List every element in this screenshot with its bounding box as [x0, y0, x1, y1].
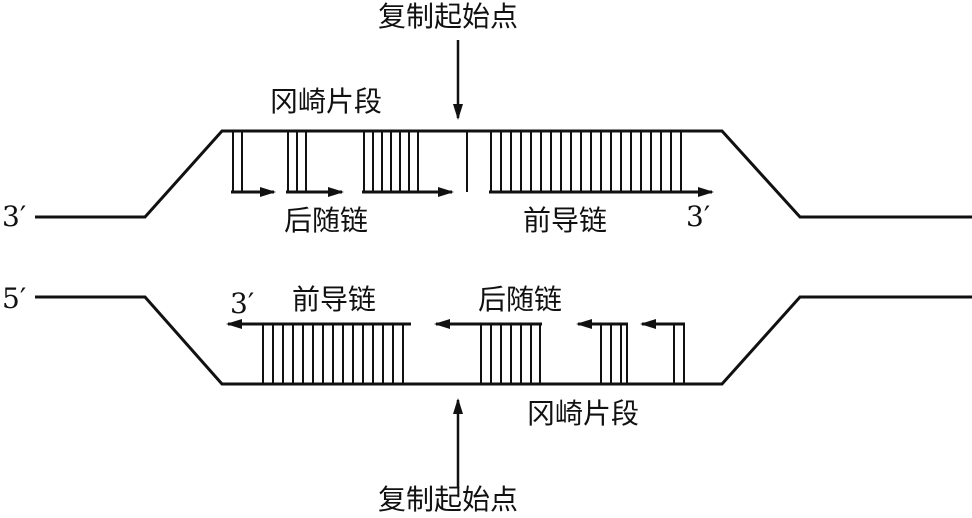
bottom-leading-strand [226, 319, 411, 384]
leading-strand-label-bottom: 前导链 [292, 283, 377, 316]
end-label-top-left: 3′ [2, 200, 27, 233]
origin-label-bottom: 复制起始点 [378, 483, 519, 516]
origin-label-top: 复制起始点 [378, 0, 519, 33]
bottom-okazaki-fragment-3 [640, 319, 685, 384]
bottom-okazaki-fragment-1 [434, 319, 542, 384]
lagging-strand-label-bottom: 后随链 [478, 283, 563, 316]
top-okazaki-fragment-1 [231, 131, 276, 197]
okazaki-fragment-label-bottom: 冈崎片段 [527, 397, 640, 430]
top-leading-strand [466, 131, 714, 197]
top-okazaki-fragment-2 [286, 131, 344, 197]
bottom-okazaki-fragment-2 [576, 319, 628, 384]
lagging-strand-label-top: 后随链 [284, 204, 369, 237]
top-parental-strand [35, 129, 972, 219]
okazaki-fragment-label-top: 冈崎片段 [270, 85, 383, 118]
end-label-bottom-left: 5′ [2, 282, 27, 315]
end-label-bottom-right: 3′ [230, 287, 255, 320]
top-okazaki-fragment-3 [362, 131, 454, 197]
bottom-parental-strand [35, 295, 972, 386]
end-label-top-right: 3′ [686, 200, 711, 233]
leading-strand-label-top: 前导链 [523, 204, 608, 237]
